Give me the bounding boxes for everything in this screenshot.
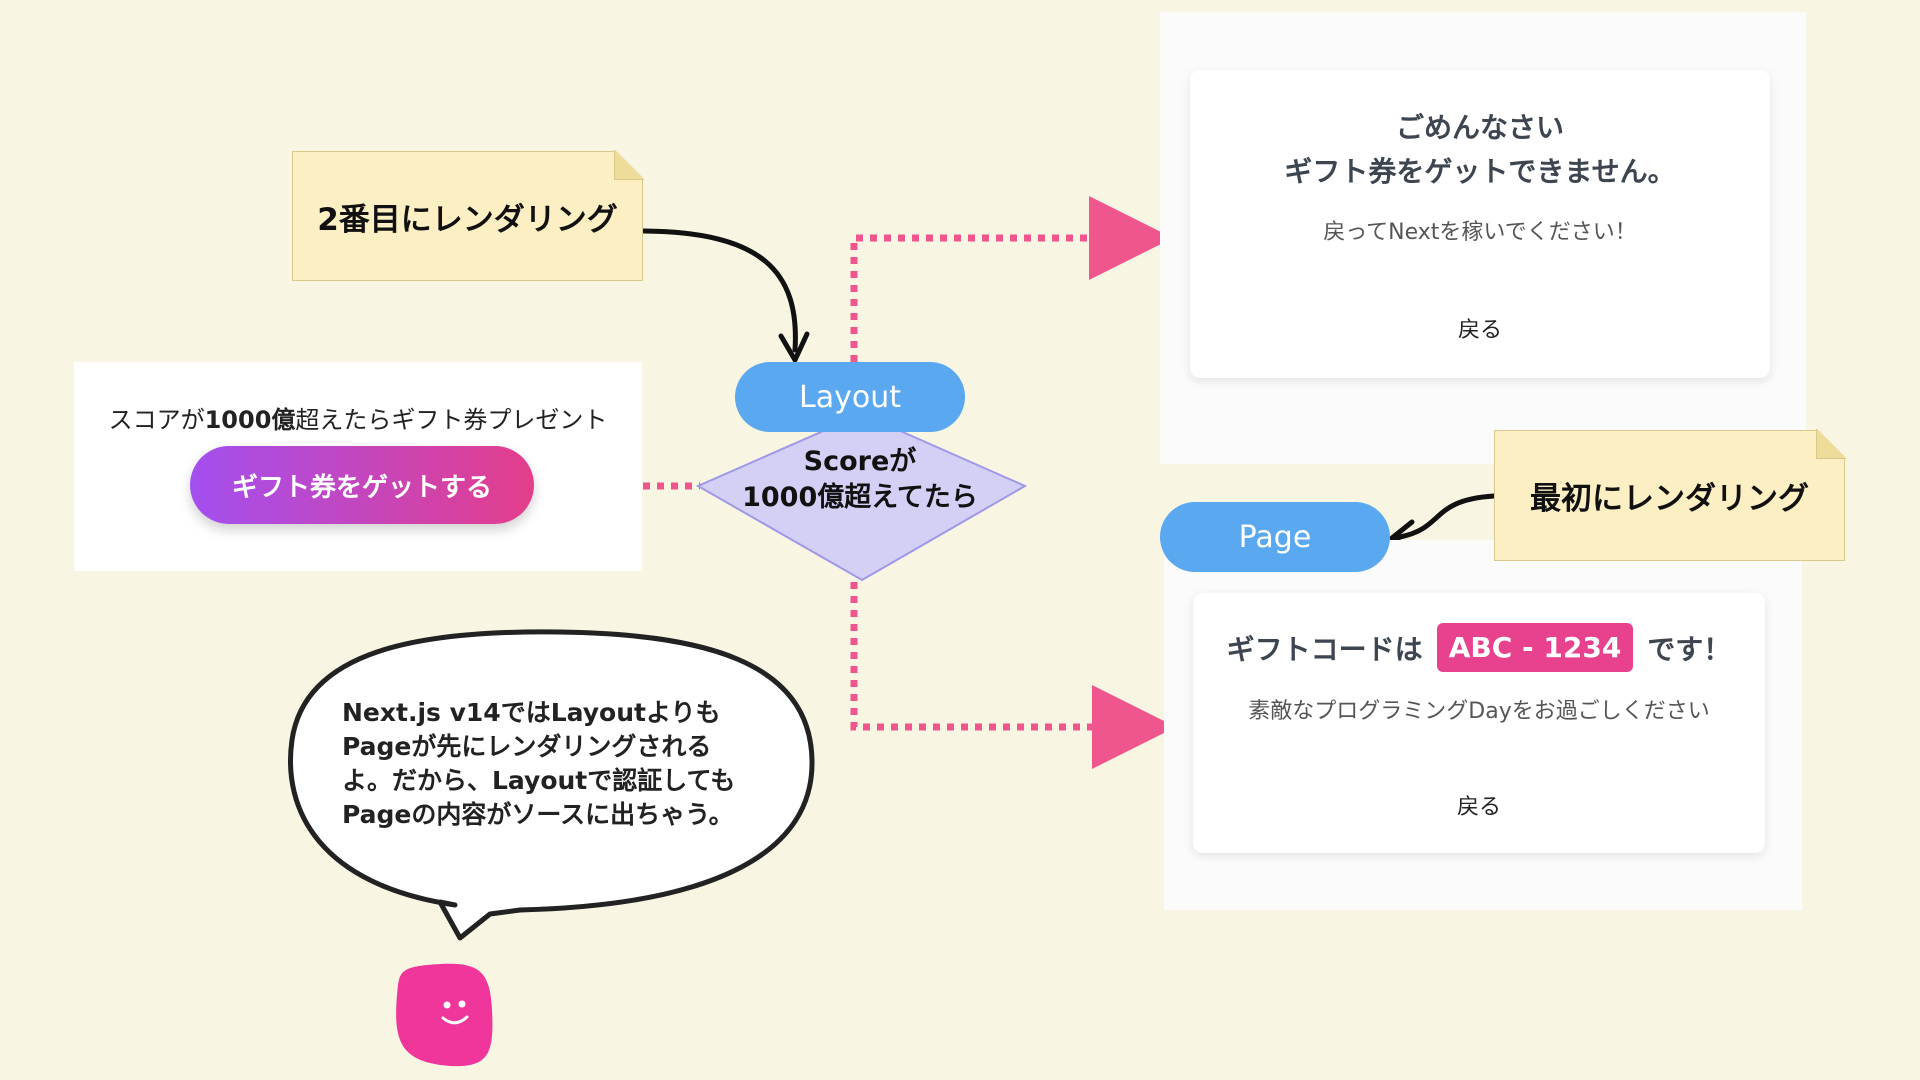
score-caption: スコアが1000億超えたらギフト券プレゼント	[74, 400, 642, 435]
speech-bubble-shape	[288, 629, 815, 941]
dotted-connector-failure	[850, 196, 1173, 362]
bubble-line-2: Pageが先にレンダリングされる	[342, 732, 712, 761]
condition-diamond	[695, 412, 1028, 582]
note-fold-icon	[614, 150, 644, 180]
bubble-line-1: Next.js v14ではLayoutよりも	[342, 698, 721, 727]
success-card: ギフトコードは ABC - 1234 です！ 素敵なプログラミングDayをお過ご…	[1193, 593, 1765, 853]
get-gift-button[interactable]: ギフト券をゲットする	[190, 446, 534, 524]
note-second-render: 2番目にレンダリング	[292, 150, 644, 281]
note-first-render: 最初にレンダリング	[1494, 429, 1846, 561]
note-first-render-text: 最初にレンダリング	[1530, 481, 1809, 517]
caption-bold: 1000億	[204, 406, 296, 434]
layout-node: Layout	[735, 362, 965, 432]
condition-text: Scoreが 1000億超えてたら	[700, 444, 1020, 516]
bubble-line-3: よ。だから、Layoutで認証しても	[342, 766, 736, 795]
caption-post: 超えたらギフト券プレゼント	[295, 406, 608, 434]
gift-code-row: ギフトコードは ABC - 1234 です！	[1193, 623, 1765, 672]
condition-line-1: Scoreが	[803, 446, 917, 477]
score-panel: スコアが1000億超えたらギフト券プレゼント ギフト券をゲットする	[74, 362, 642, 571]
note-fold-icon	[1816, 429, 1846, 459]
layout-label: Layout	[799, 379, 901, 415]
note-second-render-text: 2番目にレンダリング	[317, 201, 618, 238]
failure-card: ごめんなさい ギフト券をゲットできません。 戻ってNextを稼いでください！ 戻…	[1190, 70, 1770, 378]
condition-line-2: 1000億超えてたら	[742, 482, 978, 513]
sorry-title-line-1: ごめんなさい	[1395, 111, 1564, 144]
arrow-to-page	[1391, 493, 1497, 541]
gift-code-prefix: ギフトコードは	[1226, 632, 1423, 666]
mascot-icon	[396, 963, 493, 1067]
page-label: Page	[1238, 519, 1312, 555]
back-link[interactable]: 戻る	[1457, 318, 1502, 343]
speech-bubble-text: Next.js v14ではLayoutよりも Pageが先にレンダリングされる …	[342, 696, 812, 832]
caption-pre: スコアが	[108, 406, 205, 434]
gift-code-suffix: です！	[1647, 632, 1732, 666]
sorry-title-line-2: ギフト券をゲットできません。	[1284, 155, 1676, 188]
dotted-connector-success	[850, 582, 1176, 769]
arrow-to-layout	[641, 228, 798, 353]
gift-code-badge: ABC - 1234	[1436, 623, 1634, 672]
back-link[interactable]: 戻る	[1456, 795, 1501, 820]
sorry-message: 戻ってNextを稼いでください！	[1323, 220, 1637, 245]
page-node: Page	[1160, 502, 1390, 572]
enjoy-message: 素敵なプログラミングDayをお過ごしください	[1248, 699, 1710, 724]
bubble-line-4: Pageの内容がソースに出ちゃう。	[342, 800, 734, 829]
